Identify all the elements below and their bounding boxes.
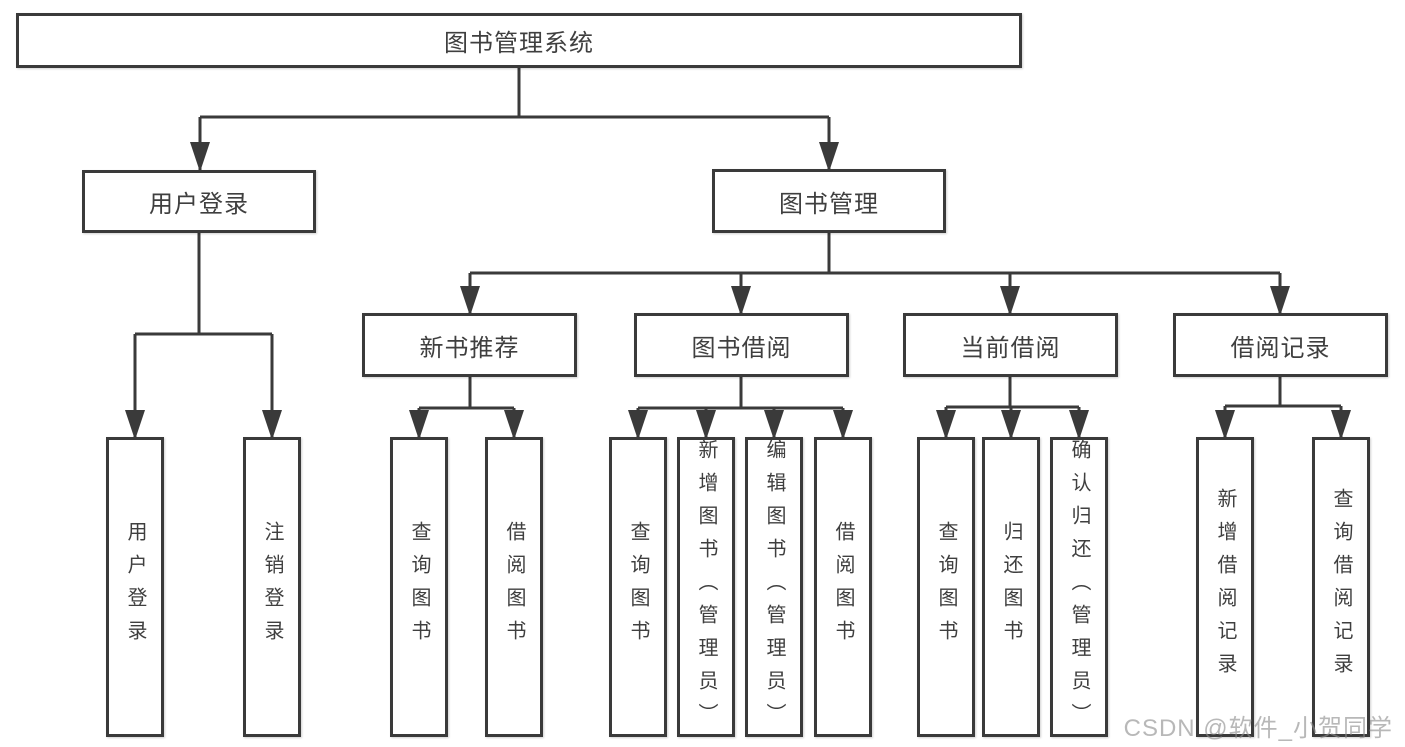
node-label: 查询借阅记录 bbox=[1330, 488, 1352, 686]
arrow-icon bbox=[1001, 410, 1021, 440]
node-leaf-user-login: 用户登录 bbox=[106, 437, 164, 737]
node-leaf-confirm-return-admin: 确认归还（管理员） bbox=[1050, 437, 1108, 737]
connector-book-mgmt-group bbox=[468, 233, 1282, 313]
node-label: 新增借阅记录 bbox=[1214, 488, 1236, 686]
node-leaf-add-borrow-record: 新增借阅记录 bbox=[1196, 437, 1254, 737]
node-label: 查询图书 bbox=[935, 521, 957, 653]
node-label: 新书推荐 bbox=[419, 334, 520, 362]
node-leaf-add-book-admin: 新增图书（管理员） bbox=[677, 437, 735, 737]
node-label: 用户登录 bbox=[149, 191, 249, 218]
connector-borrow-record-group bbox=[1223, 377, 1343, 437]
node-label: 图书借阅 bbox=[691, 334, 792, 362]
arrow-icon bbox=[1000, 286, 1020, 316]
node-book-management: 图书管理 bbox=[712, 169, 946, 233]
node-label: 用户登录 bbox=[124, 521, 146, 653]
node-label: 当前借阅 bbox=[960, 334, 1061, 362]
connector-paths bbox=[133, 68, 1343, 437]
node-label: 注销登录 bbox=[261, 521, 283, 653]
arrow-icon bbox=[1069, 410, 1089, 440]
connector-book-borrow-group bbox=[636, 377, 845, 437]
arrow-icon bbox=[190, 142, 210, 172]
node-label: 确认归还（管理员） bbox=[1068, 438, 1090, 736]
node-leaf-edit-book-admin: 编辑图书（管理员） bbox=[745, 437, 803, 737]
node-label: 借阅图书 bbox=[503, 521, 525, 653]
arrow-icon bbox=[409, 410, 429, 440]
node-leaf-borrow-books-recommend: 借阅图书 bbox=[485, 437, 543, 737]
arrow-icon bbox=[696, 410, 716, 440]
node-label: 图书管理系统 bbox=[444, 30, 594, 57]
node-leaf-logout: 注销登录 bbox=[243, 437, 301, 737]
node-leaf-return-books: 归还图书 bbox=[982, 437, 1040, 737]
node-root-system: 图书管理系统 bbox=[16, 13, 1022, 68]
arrowheads bbox=[125, 142, 1351, 440]
arrow-icon bbox=[764, 410, 784, 440]
node-leaf-query-books-current: 查询图书 bbox=[917, 437, 975, 737]
arrow-icon bbox=[262, 410, 282, 440]
node-label: 图书管理 bbox=[779, 190, 879, 218]
node-label: 归还图书 bbox=[1000, 521, 1022, 653]
arrow-icon bbox=[936, 410, 956, 440]
node-book-borrowing: 图书借阅 bbox=[634, 313, 849, 377]
arrow-icon bbox=[1215, 410, 1235, 440]
node-label: 借阅记录 bbox=[1230, 334, 1331, 362]
node-borrowing-records: 借阅记录 bbox=[1173, 313, 1388, 377]
arrow-icon bbox=[731, 286, 751, 316]
csdn-watermark: CSDN @软件_小贺同学 bbox=[1123, 715, 1393, 742]
connector-user-login-group bbox=[133, 233, 274, 437]
arrow-icon bbox=[819, 142, 839, 172]
node-leaf-query-books-borrow: 查询图书 bbox=[609, 437, 667, 737]
connector-new-books-group bbox=[417, 377, 516, 437]
node-leaf-query-borrow-record: 查询借阅记录 bbox=[1312, 437, 1370, 737]
node-current-borrowing: 当前借阅 bbox=[903, 313, 1118, 377]
node-leaf-borrow-books-borrow: 借阅图书 bbox=[814, 437, 872, 737]
node-leaf-query-books-recommend: 查询图书 bbox=[390, 437, 448, 737]
node-new-book-recommend: 新书推荐 bbox=[362, 313, 577, 377]
node-label: 借阅图书 bbox=[832, 521, 854, 653]
arrow-icon bbox=[1331, 410, 1351, 440]
arrow-icon bbox=[125, 410, 145, 440]
node-label: 新增图书（管理员） bbox=[695, 438, 717, 736]
connector-root bbox=[198, 68, 831, 170]
node-label: 编辑图书（管理员） bbox=[763, 438, 785, 736]
node-label: 查询图书 bbox=[627, 521, 649, 653]
arrow-icon bbox=[628, 410, 648, 440]
arrow-icon bbox=[1270, 286, 1290, 316]
node-label: 查询图书 bbox=[408, 521, 430, 653]
node-user-login: 用户登录 bbox=[82, 170, 316, 233]
arrow-icon bbox=[504, 410, 524, 440]
arrow-icon bbox=[833, 410, 853, 440]
arrow-icon bbox=[460, 286, 480, 316]
